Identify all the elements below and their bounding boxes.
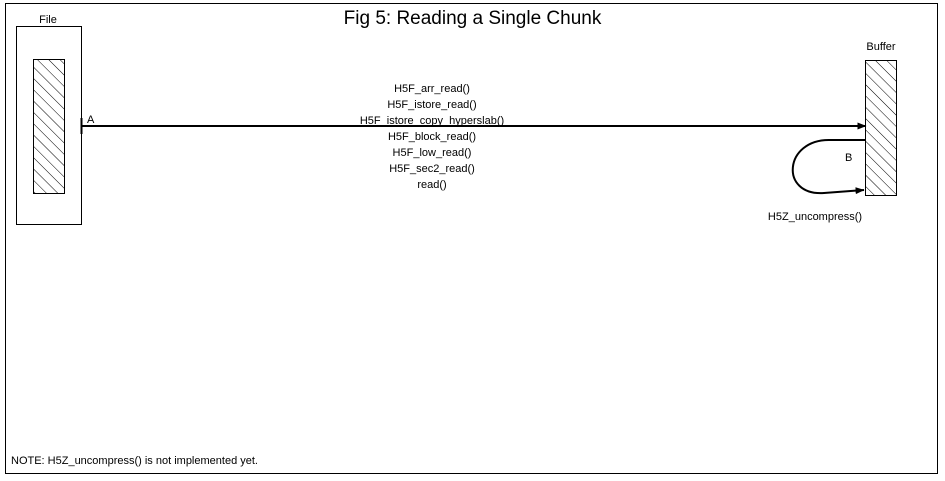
call-stack-item: H5F_sec2_read()	[389, 163, 475, 175]
call-stack-item: H5F_istore_copy_hyperslab()	[359, 115, 505, 127]
call-stack-item: H5F_low_read()	[392, 147, 472, 159]
call-stack-item: H5F_arr_read()	[394, 83, 470, 95]
footnote: NOTE: H5Z_uncompress() is not implemente…	[11, 455, 258, 467]
file-box-label: File	[39, 14, 57, 26]
call-stack-list: H5F_arr_read() H5F_istore_read() H5F_ist…	[360, 81, 504, 193]
page-border	[5, 3, 938, 474]
call-stack-item: read()	[417, 179, 447, 191]
uncompress-caption: H5Z_uncompress()	[767, 211, 863, 223]
buffer-hatched-block	[865, 60, 897, 196]
arrow-b-loop	[791, 138, 866, 195]
buffer-box-label: Buffer	[866, 41, 896, 53]
call-stack-item: H5F_istore_read()	[387, 99, 477, 111]
arrow-a-label: A	[87, 114, 95, 126]
page-title: Fig 5: Reading a Single Chunk	[343, 8, 602, 29]
file-hatched-block	[33, 59, 65, 194]
call-stack-item: H5F_block_read()	[387, 131, 477, 143]
arrow-b-label: B	[845, 152, 853, 164]
